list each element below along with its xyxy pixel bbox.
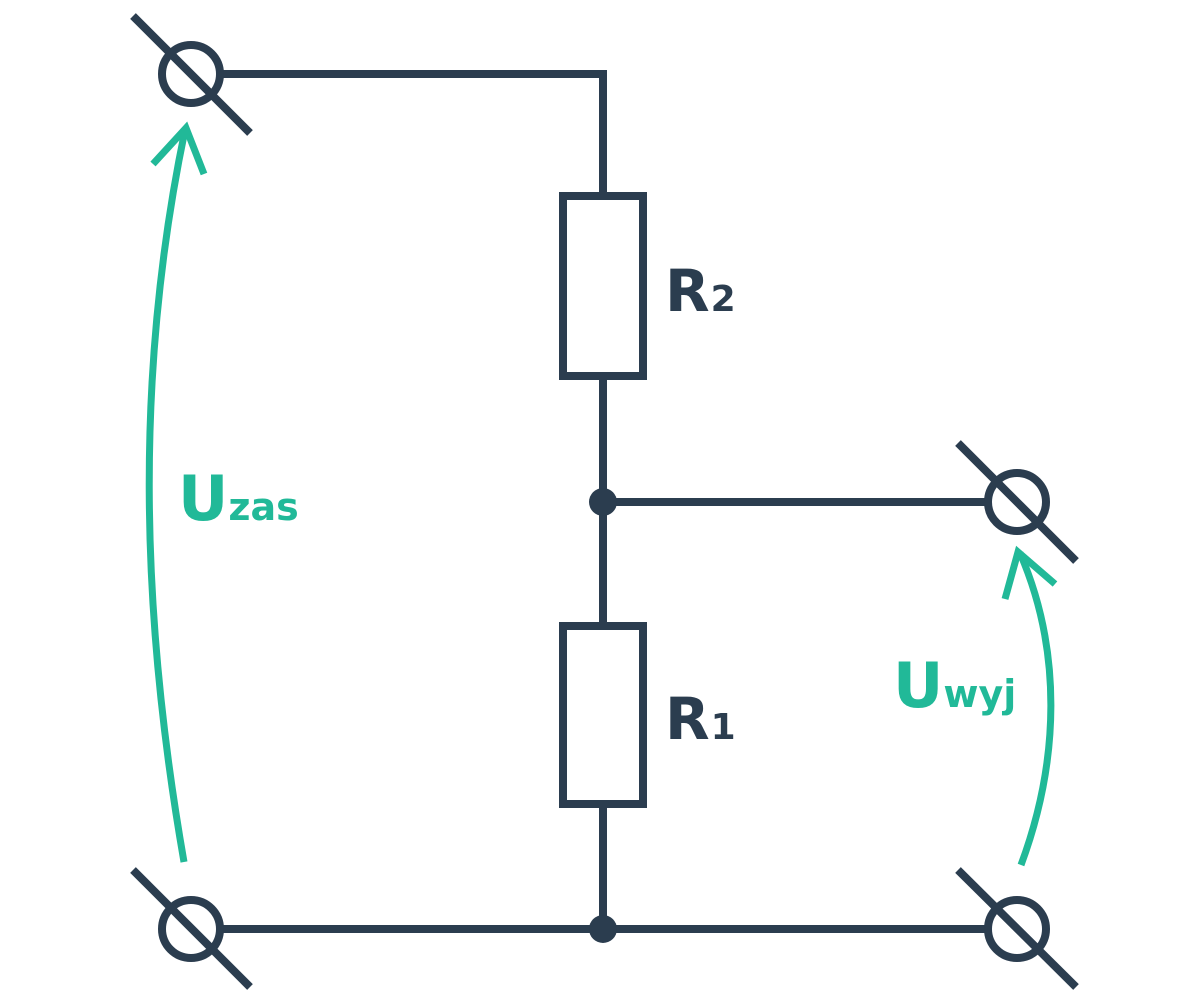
arrow-u-out: [1016, 551, 1055, 867]
junction-node-bottom: [589, 915, 617, 943]
label-output-voltage-main: U: [893, 649, 944, 722]
resistor-r1: [559, 622, 647, 808]
label-output-voltage: Uwyj: [893, 655, 1016, 717]
label-input-voltage: Uzas: [178, 468, 299, 530]
label-r1-sub: 1: [710, 707, 736, 748]
junction-node-middle: [589, 488, 617, 516]
resistor-r2: [559, 192, 647, 380]
label-r2: R2: [665, 262, 736, 320]
arrow-u-in-head: [150, 121, 208, 176]
label-input-voltage-sub: zas: [228, 485, 299, 529]
terminal-bottom-left: [130, 867, 253, 990]
terminal-output-top: [955, 440, 1079, 564]
label-output-voltage-sub: wyj: [943, 672, 1017, 716]
arrow-u-out-head: [1001, 545, 1058, 600]
terminal-output-bottom: [955, 867, 1079, 990]
label-input-voltage-main: U: [178, 462, 229, 535]
label-r1-main: R: [665, 685, 710, 753]
terminal-top-left: [130, 13, 253, 136]
arrow-u-in: [145, 129, 189, 863]
label-r2-sub: 2: [710, 279, 736, 320]
label-r2-main: R: [665, 257, 710, 325]
wire-top: [222, 70, 607, 196]
label-r1: R1: [665, 690, 736, 748]
